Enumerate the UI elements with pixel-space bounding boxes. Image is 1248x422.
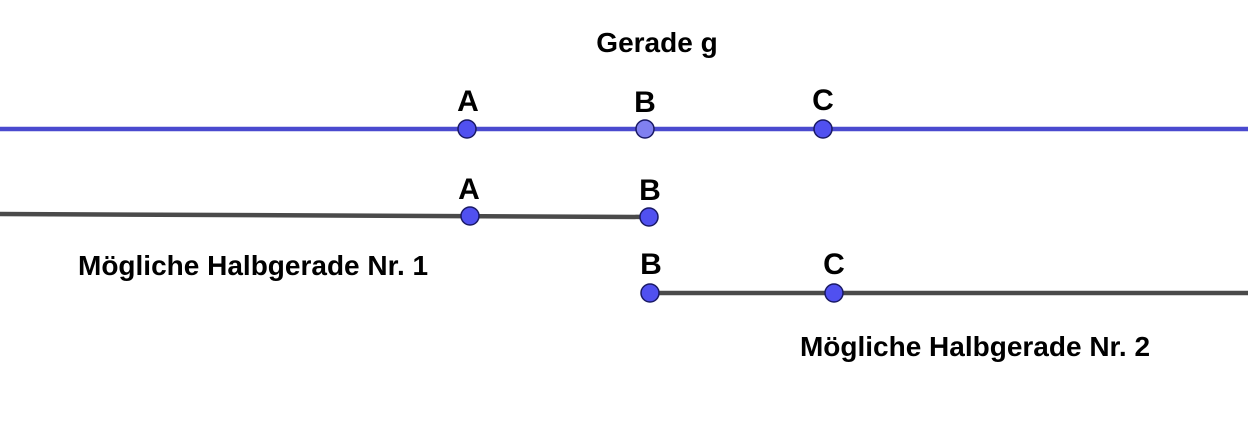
line-g-point-c[interactable] (813, 119, 833, 139)
ray-1-caption: Mögliche Halbgerade Nr. 1 (78, 250, 428, 281)
ray-1-group: A B Mögliche Halbgerade Nr. 1 (0, 173, 661, 281)
ray-2-point-b[interactable] (640, 283, 660, 303)
ray-1-point-a-label: A (458, 173, 480, 206)
line-g-point-c-label: C (812, 84, 834, 117)
line-g-caption: Gerade g (596, 27, 717, 58)
line-g-point-b[interactable] (635, 119, 655, 139)
ray-1-point-b[interactable] (639, 207, 659, 227)
line-g-point-a-label: A (457, 85, 479, 118)
line-g-group: Gerade g A B C (0, 27, 1248, 139)
ray-2-point-b-label: B (640, 248, 662, 281)
line-g-point-b-label: B (634, 86, 656, 119)
line-g-point-a[interactable] (457, 119, 477, 139)
ray-1 (0, 211, 650, 220)
ray-2-point-c-label: C (823, 248, 845, 281)
ray-1-point-a[interactable] (460, 206, 480, 226)
ray-2-caption: Mögliche Halbgerade Nr. 2 (800, 331, 1150, 362)
ray-2-group: B C Mögliche Halbgerade Nr. 2 (640, 248, 1248, 362)
ray-1-point-b-label: B (639, 174, 661, 207)
ray-2-point-c[interactable] (824, 283, 844, 303)
